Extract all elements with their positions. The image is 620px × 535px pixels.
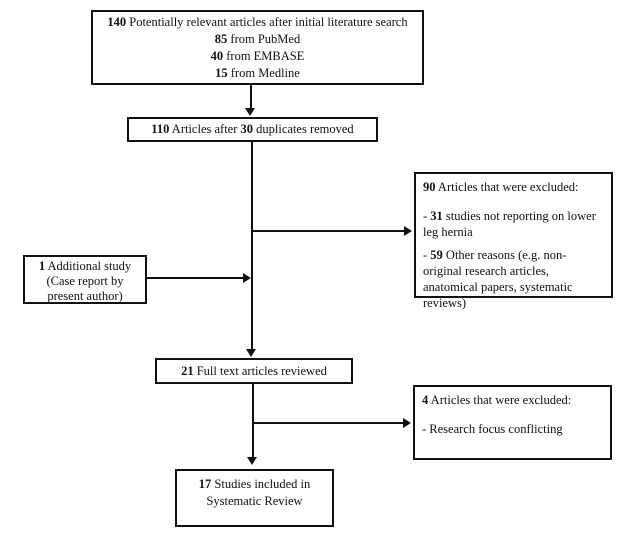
excluded-90-reason-1: - 31 studies not reporting on lower leg … — [423, 208, 604, 240]
dedup-text-2: duplicates removed — [253, 122, 354, 136]
excluded-4-reason-1: - Research focus conflicting — [422, 422, 563, 436]
box-excluded-90: 90 Articles that were excluded: - 31 stu… — [414, 172, 613, 310]
arrowhead-down-icon — [246, 349, 256, 357]
dash-prefix: - — [423, 248, 431, 262]
pubmed-text: from PubMed — [227, 32, 301, 46]
box-included-studies: 17 Studies included in Systematic Review — [175, 469, 334, 527]
count-reason-2: 59 — [430, 248, 443, 262]
full-text-reviewed-line: 21 Full text articles reviewed — [181, 364, 327, 379]
box-additional-study: 1 Additional study (Case report by prese… — [23, 255, 147, 304]
arrowhead-down-icon — [247, 457, 257, 465]
box-duplicates-removed: 110 Articles after 30 duplicates removed — [127, 117, 378, 142]
connector-additional-to-main — [147, 277, 243, 279]
count-full-text: 21 — [181, 363, 194, 378]
count-included: 17 — [198, 477, 212, 491]
excluded-90-title-text: Articles that were excluded: — [435, 180, 579, 194]
count-pubmed: 85 — [214, 32, 228, 46]
arrowhead-right-icon — [403, 418, 411, 428]
arrowhead-down-icon — [245, 108, 255, 116]
arrowhead-right-icon — [404, 226, 412, 236]
box-excluded-4: 4 Articles that were excluded: - Researc… — [413, 385, 612, 460]
count-duplicates: 30 — [240, 122, 254, 136]
medline-text: from Medline — [227, 66, 300, 80]
count-embase: 40 — [210, 49, 224, 63]
dedup-text-1: Articles after — [169, 122, 241, 136]
included-text-1: Studies included in — [211, 477, 311, 491]
box-full-text-reviewed: 21 Full text articles reviewed — [155, 358, 353, 384]
connector-dedup-to-fulltext — [251, 142, 253, 350]
additional-study-text: Additional study — [45, 259, 132, 273]
count-reason-1: 31 — [430, 209, 443, 223]
reason-2-text: Other reasons (e.g. non-original researc… — [423, 248, 573, 310]
initial-search-line-3: 40 from EMBASE — [93, 48, 422, 65]
count-excluded-90: 90 — [423, 180, 436, 194]
additional-study-line-1: 1 Additional study — [25, 259, 145, 274]
connector-to-excluded-90 — [252, 230, 404, 232]
count-after-dedup: 110 — [151, 122, 170, 136]
excluded-90-title: 90 Articles that were excluded: — [423, 179, 604, 195]
arrowhead-right-icon — [243, 273, 251, 283]
connector-to-excluded-4 — [253, 422, 403, 424]
included-line-2: Systematic Review — [206, 494, 303, 508]
initial-search-text-1: Potentially relevant articles after init… — [126, 15, 408, 29]
count-initial: 140 — [107, 15, 127, 29]
connector-fulltext-to-included — [252, 384, 254, 458]
duplicates-removed-line: 110 Articles after 30 duplicates removed — [151, 122, 353, 137]
excluded-4-title: 4 Articles that were excluded: — [422, 392, 603, 408]
count-excluded-4: 4 — [422, 393, 429, 407]
embase-text: from EMBASE — [223, 49, 305, 63]
count-medline: 15 — [215, 66, 228, 80]
included-line-1: 17 Studies included in — [177, 476, 332, 493]
additional-study-line-2: (Case report by — [46, 274, 124, 288]
connector-initial-to-dedup — [250, 85, 252, 109]
count-additional: 1 — [38, 259, 46, 273]
excluded-4-title-text: Articles that were excluded: — [428, 393, 572, 407]
additional-study-line-3: present author) — [47, 289, 123, 303]
dash-prefix: - — [423, 209, 431, 223]
initial-search-line-1: 140 Potentially relevant articles after … — [93, 14, 422, 31]
reason-1-text: studies not reporting on lower leg herni… — [423, 209, 596, 239]
excluded-90-reason-2: - 59 Other reasons (e.g. non-original re… — [423, 247, 604, 311]
initial-search-line-4: 15 from Medline — [93, 65, 422, 82]
full-text-reviewed-text: Full text articles reviewed — [193, 363, 327, 378]
initial-search-line-2: 85 from PubMed — [93, 31, 422, 48]
box-initial-search: 140 Potentially relevant articles after … — [91, 10, 424, 85]
